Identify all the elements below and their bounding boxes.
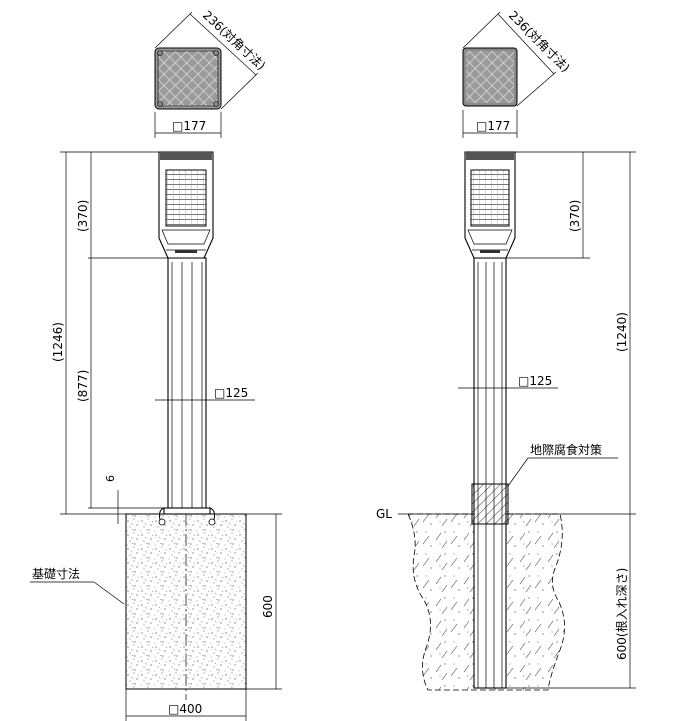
left-light-head [158, 151, 214, 259]
right-top-width-dim: □177 [476, 119, 510, 133]
left-dim-total: (1246) [51, 322, 65, 362]
right-dim-head: (370) [568, 200, 582, 232]
left-top-view: 236(対角寸法) □177 [154, 8, 268, 138]
left-dim-gap: 6 [104, 475, 117, 482]
right-pole [471, 257, 509, 689]
left-pole [158, 257, 216, 526]
left-view: 236(対角寸法) □177 [30, 8, 282, 721]
right-dim-pole: □125 [518, 374, 552, 388]
left-dim-foundation-depth: 600 [261, 595, 275, 618]
right-dim-embed: 600(根入れ深さ) [615, 568, 629, 660]
foundation-label: 基礎寸法 [32, 567, 80, 581]
left-dim-shaft: (877) [76, 370, 90, 402]
right-dims: (370) (1240) 600(根入れ深さ) □125 地際腐食対策 [458, 151, 636, 689]
left-dims: (370) (1246) (877) 6 □125 600 □400 基礎寸法 [30, 151, 282, 721]
right-dim-total: (1240) [615, 312, 629, 352]
left-dim-head: (370) [76, 200, 90, 232]
left-top-width-dim: □177 [172, 119, 206, 133]
right-light-head [464, 151, 516, 259]
right-top-view: 236(対角寸法) □177 [462, 8, 573, 138]
right-view: 236(対角寸法) □177 GL [376, 8, 636, 691]
left-dim-pole: □125 [214, 386, 248, 400]
left-dim-foundation-width: □400 [168, 702, 202, 716]
corrosion-label: 地際腐食対策 [530, 442, 602, 457]
ground-level-label: GL [376, 507, 392, 521]
